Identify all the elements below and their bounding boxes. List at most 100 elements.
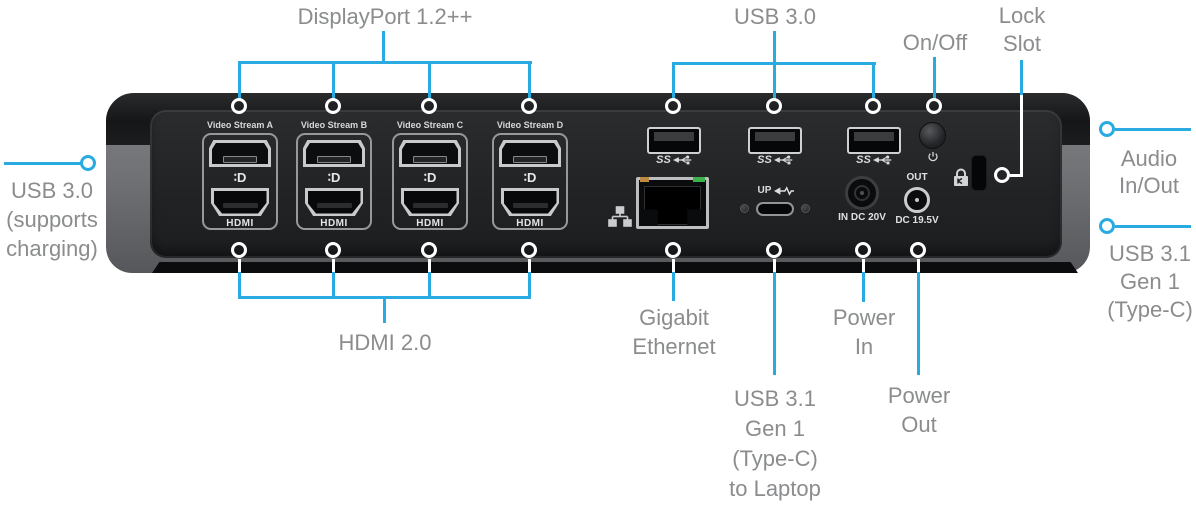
video-stream-label: Video Stream A	[206, 120, 274, 130]
callout-ring	[994, 167, 1010, 183]
callout-line	[672, 62, 675, 99]
hdmi-port-label: HDMI	[320, 218, 348, 229]
ethernet-led-green	[693, 177, 705, 182]
callout-line	[528, 259, 531, 272]
ethernet-network-icon	[608, 206, 632, 227]
video-stream-group-c: Video Stream C ∶D HDMI	[392, 120, 468, 230]
callout-line	[773, 272, 776, 375]
usbc-port	[756, 202, 794, 216]
callout-ring	[325, 98, 341, 114]
displayport-logo-icon: ∶D	[233, 170, 247, 185]
power-button	[919, 122, 946, 149]
callout-ring	[665, 98, 681, 114]
callout-label-power-in: Power In	[832, 305, 896, 359]
video-stream-label: Video Stream D	[496, 120, 564, 130]
hdmi-port	[401, 188, 459, 216]
video-stream-group-a: Video Stream A ∶D HDMI	[202, 120, 278, 230]
video-stream-label: Video Stream B	[300, 120, 368, 130]
callout-ring	[421, 98, 437, 114]
callout-line	[1020, 95, 1023, 177]
callout-line	[332, 61, 335, 99]
displayport-logo-icon: ∶D	[423, 170, 437, 185]
displayport-port	[499, 140, 561, 167]
callout-line	[773, 259, 776, 272]
callout-label-usb30-left: USB 3.0 (supports charging)	[6, 178, 98, 261]
callout-label-power-out: Power Out	[887, 383, 951, 437]
callout-ring	[865, 98, 881, 114]
callout-line	[917, 272, 920, 375]
callout-bracket	[238, 61, 532, 64]
video-stream-group-d: Video Stream D ∶D HDMI	[492, 120, 568, 230]
usbc-up-row: UP	[748, 184, 804, 197]
callout-line	[862, 272, 865, 302]
superspeed-usb-icon: SS	[852, 152, 896, 167]
callout-line	[917, 259, 920, 272]
callout-label-audio: Audio In/Out	[1119, 146, 1179, 198]
video-stream-label: Video Stream C	[396, 120, 464, 130]
callout-label-hdmi: HDMI 2.0	[338, 330, 432, 355]
usb-a-port-1	[647, 127, 701, 154]
power-symbol-icon	[928, 152, 938, 162]
hdmi-port-label: HDMI	[516, 218, 544, 229]
callout-line	[332, 272, 335, 297]
video-stream-group-b: Video Stream B ∶D HDMI	[296, 120, 372, 230]
callout-ring	[926, 98, 942, 114]
callout-ring	[855, 242, 871, 258]
callout-line	[1115, 225, 1191, 228]
power-in-jack	[845, 176, 879, 210]
callout-line	[528, 272, 531, 297]
usbc-up-label: UP	[757, 185, 772, 196]
callout-label-lockslot: Lock Slot	[998, 3, 1046, 56]
callout-ring	[325, 242, 341, 258]
callout-label-usb31-right: USB 3.1 Gen 1 (Type-C)	[1107, 241, 1193, 322]
callout-label-usb30: USB 3.0	[734, 4, 816, 29]
callout-line	[1115, 128, 1191, 131]
callout-ring	[521, 98, 537, 114]
callout-ring	[1099, 218, 1115, 234]
callout-ring	[910, 242, 926, 258]
power-out-jack	[904, 187, 930, 213]
callout-line	[238, 272, 241, 297]
callout-line	[383, 297, 386, 323]
displayport-logo-icon: ∶D	[327, 170, 341, 185]
ethernet-port	[636, 177, 709, 229]
hdmi-port	[305, 188, 363, 216]
callout-line	[773, 62, 776, 99]
callout-line	[672, 259, 675, 272]
callout-line	[773, 31, 776, 62]
hdmi-port	[211, 188, 269, 216]
power-out-port-label-bottom: DC 19.5V	[895, 215, 939, 226]
displayport-port	[399, 140, 461, 167]
callout-label-displayport: DisplayPort 1.2++	[297, 4, 473, 29]
ethernet-led-amber	[640, 177, 649, 182]
callout-line	[862, 259, 865, 272]
callout-line	[332, 259, 335, 272]
lock-slot	[972, 156, 986, 190]
callout-label-ethernet: Gigabit Ethernet	[632, 305, 716, 359]
displayport-port	[209, 140, 271, 167]
hdmi-port	[501, 188, 559, 216]
displayport-logo-icon: ∶D	[523, 170, 537, 185]
callout-ring	[231, 98, 247, 114]
callout-ring	[421, 242, 437, 258]
callout-line	[933, 57, 936, 99]
hdmi-port-label: HDMI	[226, 218, 254, 229]
callout-line	[428, 61, 431, 99]
superspeed-usb-icon: SS	[753, 152, 797, 167]
callout-label-usb31-laptop: USB 3.1 Gen 1 (Type-C) to Laptop	[729, 386, 821, 501]
callout-line	[872, 62, 875, 99]
callout-ring	[80, 155, 96, 171]
dock-base-stand	[152, 262, 1078, 273]
callout-line	[238, 259, 241, 272]
callout-line	[4, 162, 81, 165]
callout-line	[382, 31, 385, 61]
callout-line	[672, 272, 675, 301]
power-in-port-label: IN DC 20V	[838, 212, 886, 223]
callout-ring	[766, 98, 782, 114]
callout-line	[428, 272, 431, 297]
screw	[801, 204, 810, 213]
callout-line	[528, 61, 531, 99]
callout-ring	[665, 242, 681, 258]
callout-line	[1010, 174, 1021, 177]
